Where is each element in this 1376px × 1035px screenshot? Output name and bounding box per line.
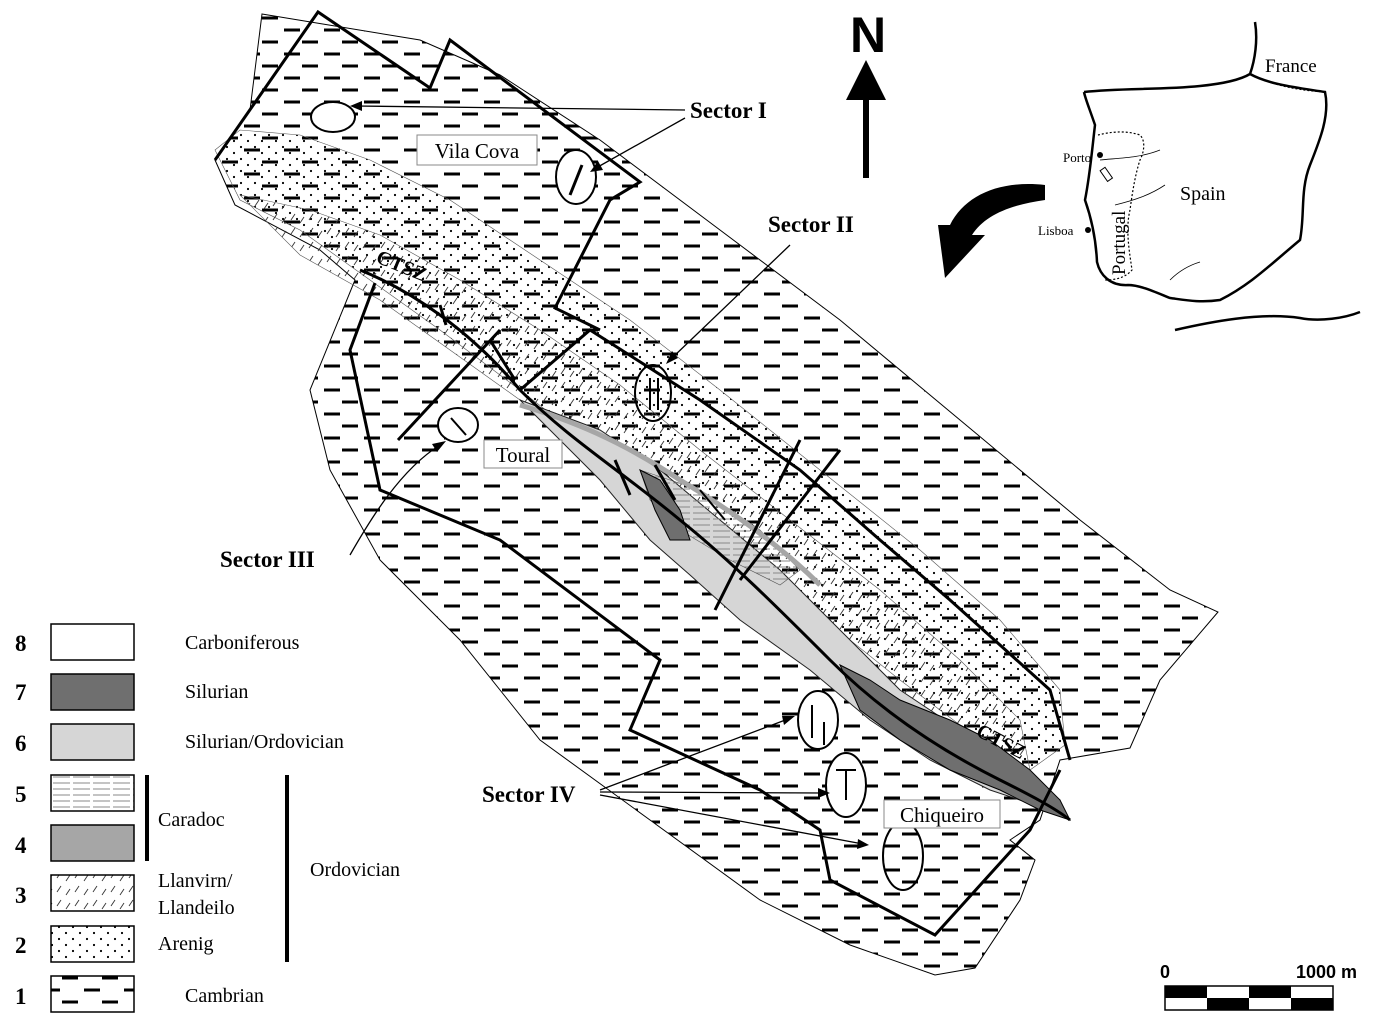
fault-line bbox=[713, 439, 802, 611]
sector-iv-label: Sector IV bbox=[482, 782, 576, 807]
legend-num: 1 bbox=[15, 984, 27, 1009]
silurian-unit bbox=[639, 468, 691, 541]
location-curved-arrow bbox=[938, 184, 1045, 278]
place-vila-cova: Vila Cova bbox=[435, 139, 520, 163]
sample-site-ellipse bbox=[310, 101, 356, 133]
sector-outline-west bbox=[348, 282, 1062, 937]
scale-seg bbox=[1291, 998, 1333, 1010]
arrowhead bbox=[350, 101, 362, 111]
place-chiqueiro: Chiqueiro bbox=[900, 803, 984, 827]
sector-arrow bbox=[595, 117, 686, 169]
sector-arrow bbox=[599, 791, 825, 794]
scale-seg bbox=[1165, 986, 1207, 998]
structure-symbol bbox=[450, 417, 467, 436]
fault-line bbox=[699, 489, 726, 521]
africa-coast bbox=[1174, 310, 1361, 332]
fault-line bbox=[653, 464, 677, 501]
arrowhead bbox=[590, 161, 603, 172]
sector-arrow bbox=[354, 105, 686, 111]
sector-outline-north bbox=[213, 9, 643, 332]
sector-i-label: Sector I bbox=[690, 98, 767, 123]
ctsz-fault-trace bbox=[359, 268, 1071, 822]
legend-label: Silurian/Ordovician bbox=[185, 731, 344, 753]
legend-caradoc: Caradoc bbox=[158, 809, 225, 831]
legend-label: Cambrian bbox=[185, 985, 264, 1007]
legend-swatch-silurian-ordovician bbox=[50, 723, 135, 761]
scale-seg bbox=[1249, 986, 1291, 998]
legend-label: Arenig bbox=[158, 933, 214, 955]
inset-spain: Spain bbox=[1180, 183, 1226, 205]
legend-num: 6 bbox=[15, 731, 27, 756]
sector-ii-label: Sector II bbox=[768, 212, 854, 237]
study-area-marker bbox=[1099, 166, 1114, 183]
legend-num: 5 bbox=[15, 782, 27, 807]
silurian-unit-2 bbox=[838, 663, 1071, 821]
arrowhead bbox=[857, 839, 869, 849]
arrowhead bbox=[432, 441, 446, 452]
place-label-box bbox=[883, 799, 1001, 829]
map-units: Vila Cova Toural Chiqueiro CTSZ CTSZ Sec… bbox=[213, 9, 1219, 976]
iberia-coastline bbox=[1082, 21, 1328, 303]
arrowhead bbox=[782, 716, 795, 725]
legend-swatch-llanvirn bbox=[50, 874, 135, 912]
legend-label-llandeilo: Llandeilo bbox=[158, 897, 235, 919]
fault-line bbox=[613, 459, 632, 496]
place-label-box bbox=[416, 134, 538, 166]
sector-iii-label: Sector III bbox=[220, 547, 315, 572]
scale-seg bbox=[1207, 998, 1249, 1010]
legend-swatch-arenig bbox=[50, 925, 135, 963]
sector-arrow bbox=[599, 718, 789, 791]
france-border bbox=[1249, 73, 1326, 93]
legend-swatch-cambrian bbox=[50, 975, 135, 1013]
porto-dot bbox=[1097, 152, 1103, 158]
scale-start: 0 bbox=[1160, 962, 1170, 982]
sample-site-ellipse bbox=[797, 690, 839, 750]
legend-label: Silurian bbox=[185, 681, 248, 703]
lisboa-dot bbox=[1085, 227, 1091, 233]
legend-label: Carboniferous bbox=[185, 632, 300, 654]
sector-arrow bbox=[349, 444, 441, 556]
legend-swatch-carboniferous bbox=[50, 623, 135, 661]
legend: 8 Carboniferous 7 Silurian 6 Silurian/Or… bbox=[15, 623, 400, 1013]
arrowhead bbox=[666, 351, 678, 364]
legend-num: 2 bbox=[15, 933, 27, 958]
caradoc-grey-band bbox=[519, 402, 822, 587]
river bbox=[1114, 184, 1166, 206]
north-arrow-head bbox=[846, 60, 886, 100]
legend-num: 8 bbox=[15, 631, 27, 656]
fault-line bbox=[738, 449, 842, 581]
sector-arrow bbox=[671, 244, 791, 359]
legend-swatch-caradoc-grey bbox=[50, 824, 135, 862]
fault-line bbox=[488, 339, 517, 381]
scale-bar: 0 1000 m bbox=[1160, 962, 1357, 1011]
sector-arrow bbox=[599, 794, 864, 845]
north-arrow: N bbox=[846, 7, 886, 178]
arrowhead bbox=[818, 788, 830, 798]
legend-num: 7 bbox=[15, 680, 27, 705]
legend-swatch-silurian bbox=[50, 673, 135, 711]
legend-label: Llanvirn/ bbox=[158, 870, 233, 892]
legend-num: 4 bbox=[15, 833, 27, 858]
inset-map-iberia: France Spain Porto Lisboa Portugal bbox=[1038, 21, 1361, 332]
fault-line bbox=[396, 328, 502, 442]
legend-num: 3 bbox=[15, 883, 27, 908]
structure-symbol bbox=[568, 164, 584, 196]
legend-ordovician: Ordovician bbox=[310, 859, 400, 881]
inset-porto: Porto bbox=[1063, 150, 1091, 165]
fault-line bbox=[438, 304, 448, 326]
inset-lisboa: Lisboa bbox=[1038, 223, 1074, 238]
place-label-box bbox=[483, 439, 563, 469]
inset-france: France bbox=[1265, 56, 1317, 77]
sector-outline-east bbox=[519, 328, 1072, 761]
scale-end: 1000 m bbox=[1296, 962, 1357, 982]
north-label: N bbox=[850, 7, 886, 63]
inset-portugal: Portugal bbox=[1109, 211, 1130, 275]
river bbox=[1099, 149, 1161, 161]
place-toural: Toural bbox=[496, 443, 551, 467]
river bbox=[1169, 261, 1201, 281]
legend-swatch-caradoc-striped bbox=[50, 774, 135, 812]
sample-site-ellipse bbox=[634, 364, 672, 422]
